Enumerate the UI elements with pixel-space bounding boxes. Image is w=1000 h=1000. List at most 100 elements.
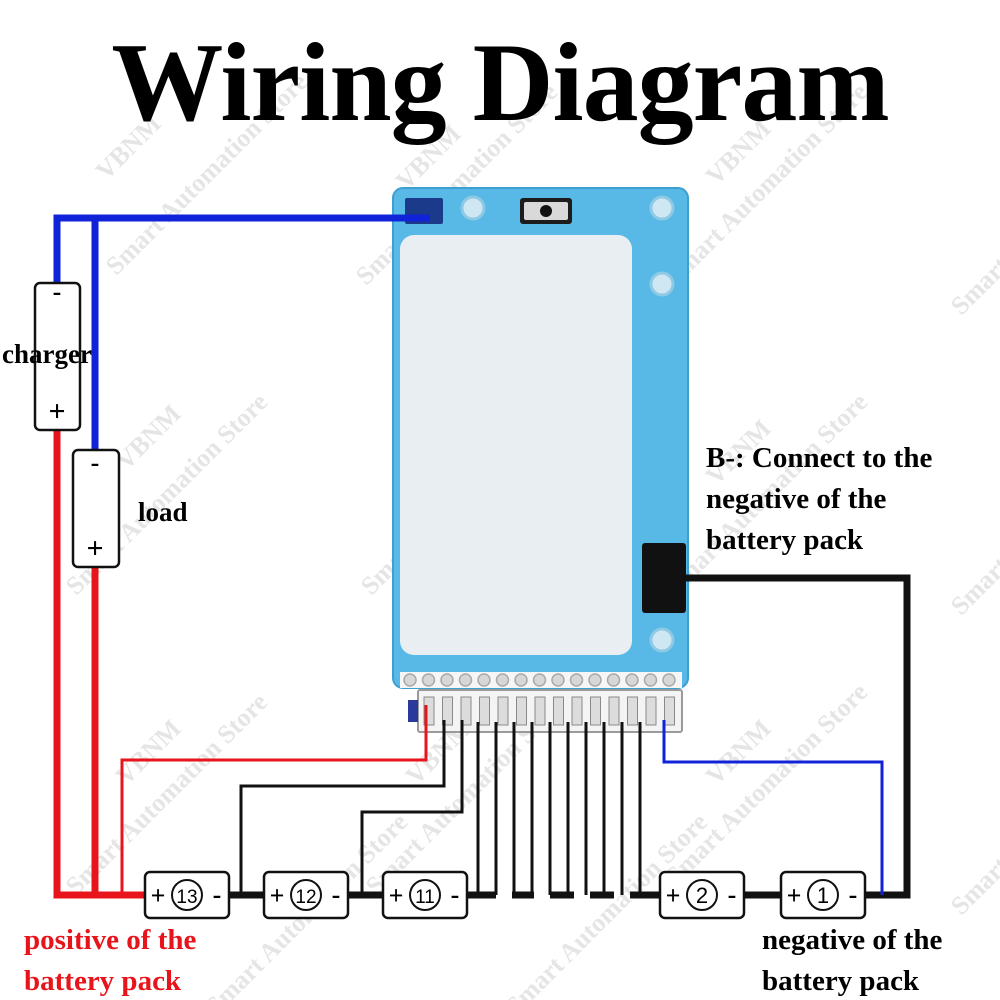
mounting-hole [460, 195, 486, 221]
charger-body [33, 281, 82, 432]
cell-plus-sign: + [787, 881, 802, 910]
cell-body [262, 870, 350, 920]
solder-pad [625, 673, 639, 687]
solder-pad [532, 673, 547, 687]
solder-pad [440, 673, 454, 687]
cell-number-circle [290, 879, 322, 911]
b-minus-label: B-: Connect to the negative of the batte… [706, 438, 996, 561]
cell-11: +11- [381, 870, 469, 920]
connector-pin [534, 696, 546, 726]
connector-pin [590, 696, 601, 726]
solder-pad [551, 673, 565, 687]
load-minus-sign: - [91, 448, 100, 477]
solder-pads [403, 673, 676, 687]
cell-body [381, 870, 469, 920]
cell-minus-sign: - [451, 880, 460, 909]
cell-minus-sign: - [849, 880, 858, 909]
solder-pad [403, 673, 417, 687]
bms-board [392, 187, 689, 733]
cell-2: +2- [658, 870, 746, 920]
solder-pad [421, 673, 436, 687]
mounting-hole [649, 195, 675, 221]
mounting-hole [649, 271, 675, 297]
solder-pad [458, 673, 473, 687]
balance-wire-b0 [662, 720, 884, 895]
cell-number-circle [409, 879, 441, 911]
cell-plus-sign: + [270, 881, 285, 910]
cell-minus-sign: - [728, 880, 737, 909]
positive-label: positive of the battery pack [24, 920, 284, 1000]
connector-pin [627, 696, 638, 726]
mounting-hole [649, 627, 675, 653]
cell-number: 2 [696, 883, 708, 908]
cell-number-circle [807, 879, 839, 911]
load-body [71, 448, 121, 569]
negative-label: negative of the battery pack [762, 920, 998, 1000]
connector-pin [497, 696, 509, 726]
charger-positive-wire [53, 428, 145, 899]
solder-pad [495, 673, 510, 687]
cell-12: +12- [262, 870, 350, 920]
cell-13: +13- [143, 870, 231, 920]
load-component: - + [71, 448, 121, 569]
balance-wire-b13 [120, 705, 428, 895]
cell-plus-sign: + [151, 881, 166, 910]
solder-pad [514, 673, 528, 687]
cell-plus-sign: + [389, 881, 404, 910]
connector-pin [516, 696, 527, 726]
b-minus-label-line: negative of the [706, 483, 887, 515]
wires [53, 214, 911, 899]
balance-wire-b11 [360, 720, 464, 895]
load-label: load [138, 497, 188, 527]
solder-pad [606, 673, 621, 687]
solder-pad [662, 673, 676, 687]
balance-wire-b12 [239, 720, 446, 895]
solder-pad [477, 673, 491, 687]
cell-body [143, 870, 231, 920]
connector-side-pin [408, 700, 418, 722]
switch-button-icon [540, 205, 552, 217]
b-minus-wire [664, 574, 911, 899]
connector-pin [571, 696, 583, 726]
cell-number-circle [686, 879, 718, 911]
charger-component: - + [33, 277, 82, 432]
connector-pin [442, 696, 453, 726]
balance-wires-middle [476, 722, 642, 895]
cell-number: 1 [817, 883, 829, 908]
solder-pad [588, 673, 602, 687]
negative-label-line: negative of the [762, 924, 943, 956]
charger-plus-sign: + [48, 395, 65, 428]
connector-pin [423, 696, 435, 726]
board-label-area [400, 235, 632, 655]
connector-pin [645, 696, 657, 726]
positive-label-line: battery pack [24, 965, 182, 997]
charger-label: charger [2, 339, 92, 369]
connector-pin [608, 696, 620, 726]
cell-number: 13 [176, 887, 197, 908]
connector-pins [423, 696, 675, 726]
negative-label-line: battery pack [762, 965, 920, 997]
charger-negative-wire [53, 214, 430, 285]
cell-number: 11 [415, 887, 435, 908]
cell-number: 12 [295, 887, 316, 908]
b-minus-label-line: B-: Connect to the [706, 442, 933, 474]
solder-pad [643, 673, 658, 687]
connector-pin [460, 696, 472, 726]
cell-1: +1- [779, 870, 867, 920]
cell-body [779, 870, 867, 920]
cell-minus-sign: - [332, 880, 341, 909]
battery-cells: +13-+12-+11-+2-+1- [143, 870, 867, 920]
connector-pin [479, 696, 490, 726]
connector-pin [553, 696, 564, 726]
cell-minus-sign: - [213, 880, 222, 909]
b-minus-label-line: battery pack [706, 524, 864, 556]
connector-pin [664, 696, 675, 726]
cell-plus-sign: + [666, 881, 681, 910]
page-title: Wiring Diagram [111, 21, 889, 145]
load-plus-sign: + [86, 532, 103, 565]
positive-label-line: positive of the [24, 924, 197, 956]
charger-minus-sign: - [53, 277, 62, 306]
cell-body [658, 870, 746, 920]
